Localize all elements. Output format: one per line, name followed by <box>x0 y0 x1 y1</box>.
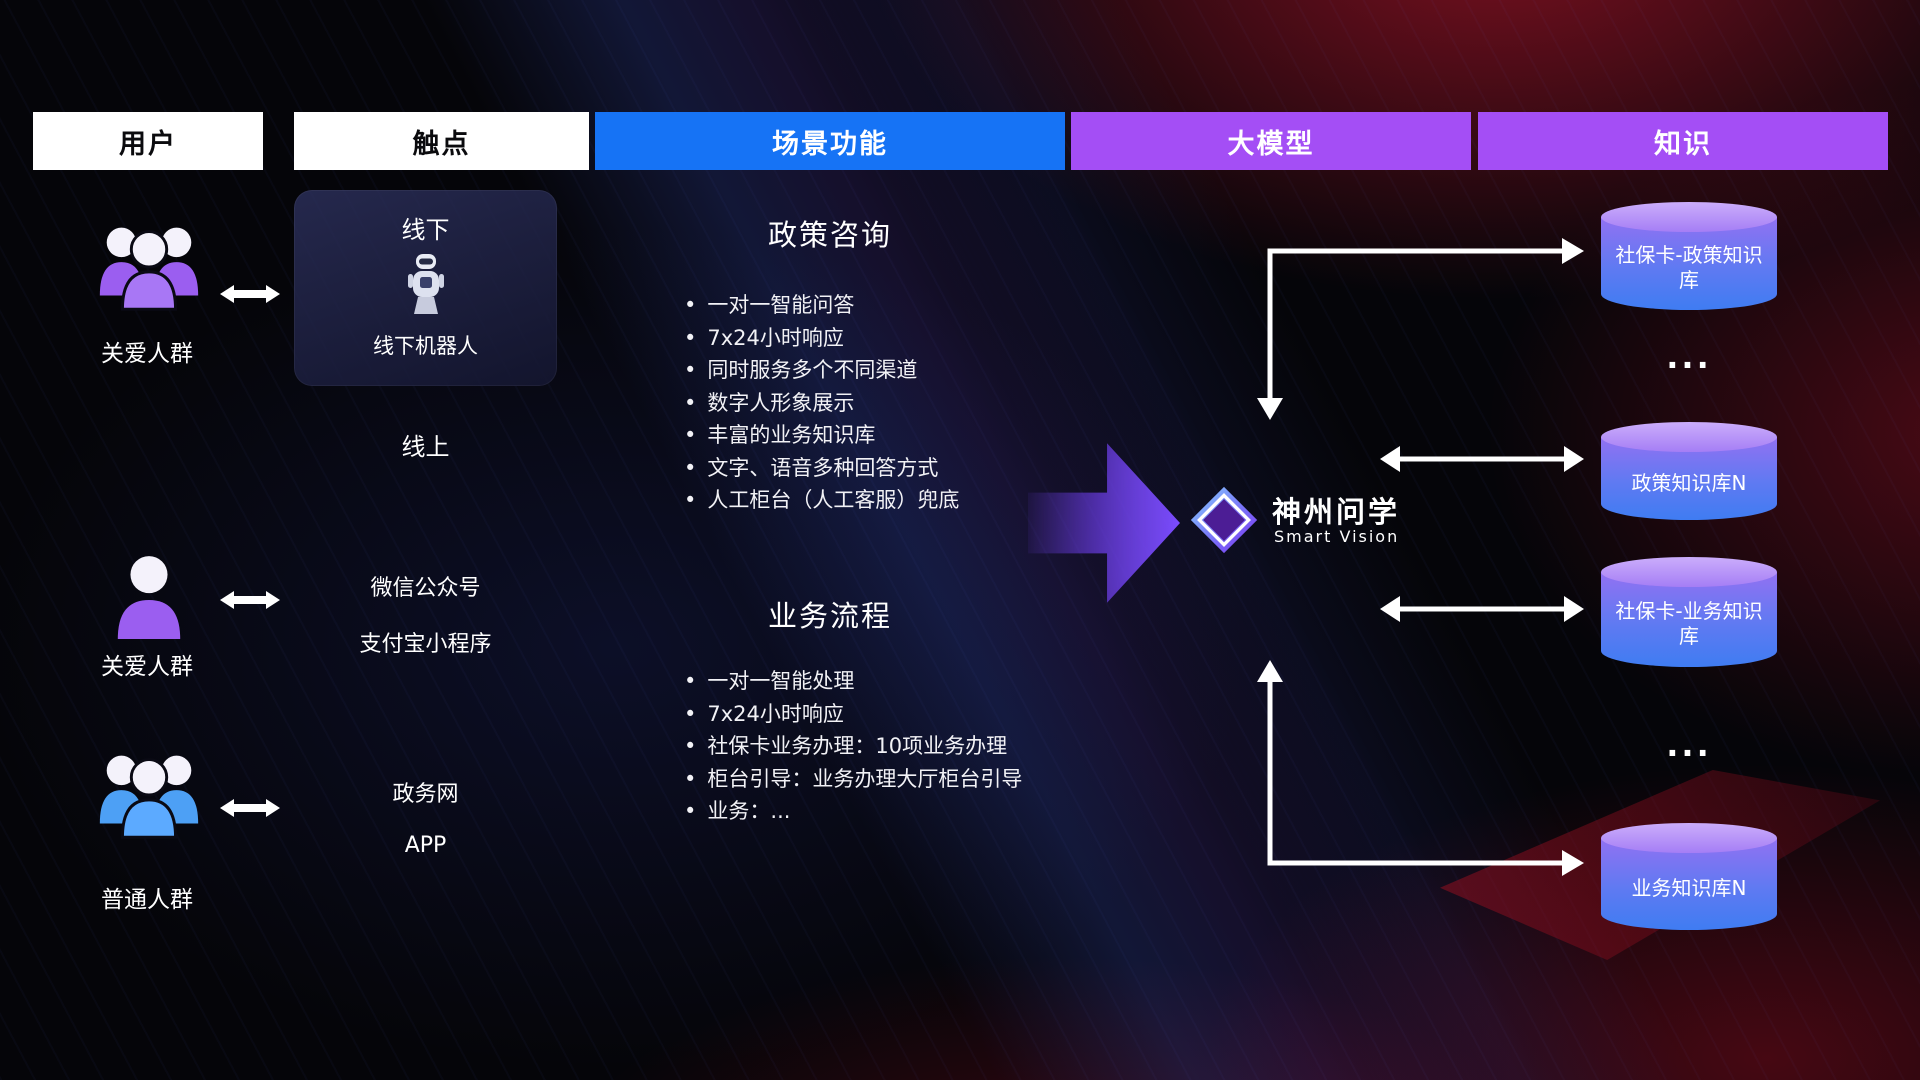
list-item: 同时服务多个不同渠道 <box>684 354 959 387</box>
model-subtitle: Smart Vision <box>1274 527 1400 546</box>
offline-title: 线下 <box>401 216 450 244</box>
app-label: APP <box>404 833 447 858</box>
ellipsis: ... <box>1666 338 1712 376</box>
double-arrow-icon <box>218 282 282 310</box>
list-item: 数字人形象展示 <box>684 387 959 420</box>
logo-diamond-icon <box>1188 484 1260 560</box>
list-item: 社保卡业务办理：10项业务办理 <box>684 730 1022 763</box>
db-label: 政策知识库N <box>1631 470 1747 495</box>
offline-robot-label: 线下机器人 <box>373 334 478 358</box>
header-users: 用户 <box>33 112 263 170</box>
database-icon-policy-sscard: 社保卡-政策知识库 <box>1601 202 1777 310</box>
robot-icon <box>404 252 448 320</box>
list-item: 一对一智能问答 <box>684 289 959 322</box>
header-knowledge: 知识 <box>1478 112 1888 170</box>
ellipsis: ... <box>1666 726 1712 764</box>
online-title: 线上 <box>401 433 450 461</box>
wechat-official-label: 微信公众号 <box>370 576 481 601</box>
policy-section-title: 政策咨询 <box>767 218 892 252</box>
database-icon-policy-n: 政策知识库N <box>1601 422 1777 520</box>
list-item: 一对一智能处理 <box>684 665 1022 698</box>
list-item: 人工柜台（人工客服）兜底 <box>684 484 959 517</box>
list-item: 柜台引导：业务办理大厅柜台引导 <box>684 763 1022 796</box>
db-label: 社保卡-业务知识库 <box>1615 599 1763 648</box>
header-model: 大模型 <box>1071 112 1471 170</box>
care-group-icon <box>90 216 208 320</box>
db-label: 业务知识库N <box>1631 876 1747 900</box>
gov-portal-label: 政务网 <box>392 782 459 807</box>
person-icon <box>110 548 188 652</box>
model-name: 神州问学 <box>1272 495 1401 529</box>
list-item: 业务：... <box>684 795 1022 828</box>
ordinary-group-label: 普通人群 <box>101 887 193 913</box>
offline-touchpoint-card: 线下 线下机器人 <box>294 190 557 386</box>
list-item: 文字、语音多种回答方式 <box>684 452 959 485</box>
list-item: 7x24小时响应 <box>684 698 1022 731</box>
double-arrow-icon <box>218 588 282 616</box>
ordinary-group-icon <box>90 744 208 848</box>
list-item: 7x24小时响应 <box>684 322 959 355</box>
database-icon-business-n: 业务知识库N <box>1601 823 1777 930</box>
care-group-label: 关爱人群 <box>101 341 193 367</box>
header-scenarios: 场景功能 <box>595 112 1065 170</box>
database-icon-business-sscard: 社保卡-业务知识库 <box>1601 557 1777 667</box>
double-arrow-icon <box>218 796 282 824</box>
care-group-label-2: 关爱人群 <box>101 654 193 680</box>
business-section-title: 业务流程 <box>767 599 892 633</box>
policy-feature-list: 一对一智能问答 7x24小时响应 同时服务多个不同渠道 数字人形象展示 丰富的业… <box>684 289 959 517</box>
header-touchpoints: 触点 <box>294 112 589 170</box>
alipay-miniapp-label: 支付宝小程序 <box>359 632 492 657</box>
business-feature-list: 一对一智能处理 7x24小时响应 社保卡业务办理：10项业务办理 柜台引导：业务… <box>684 665 1022 828</box>
list-item: 丰富的业务知识库 <box>684 419 959 452</box>
db-label: 社保卡-政策知识库 <box>1615 243 1763 292</box>
